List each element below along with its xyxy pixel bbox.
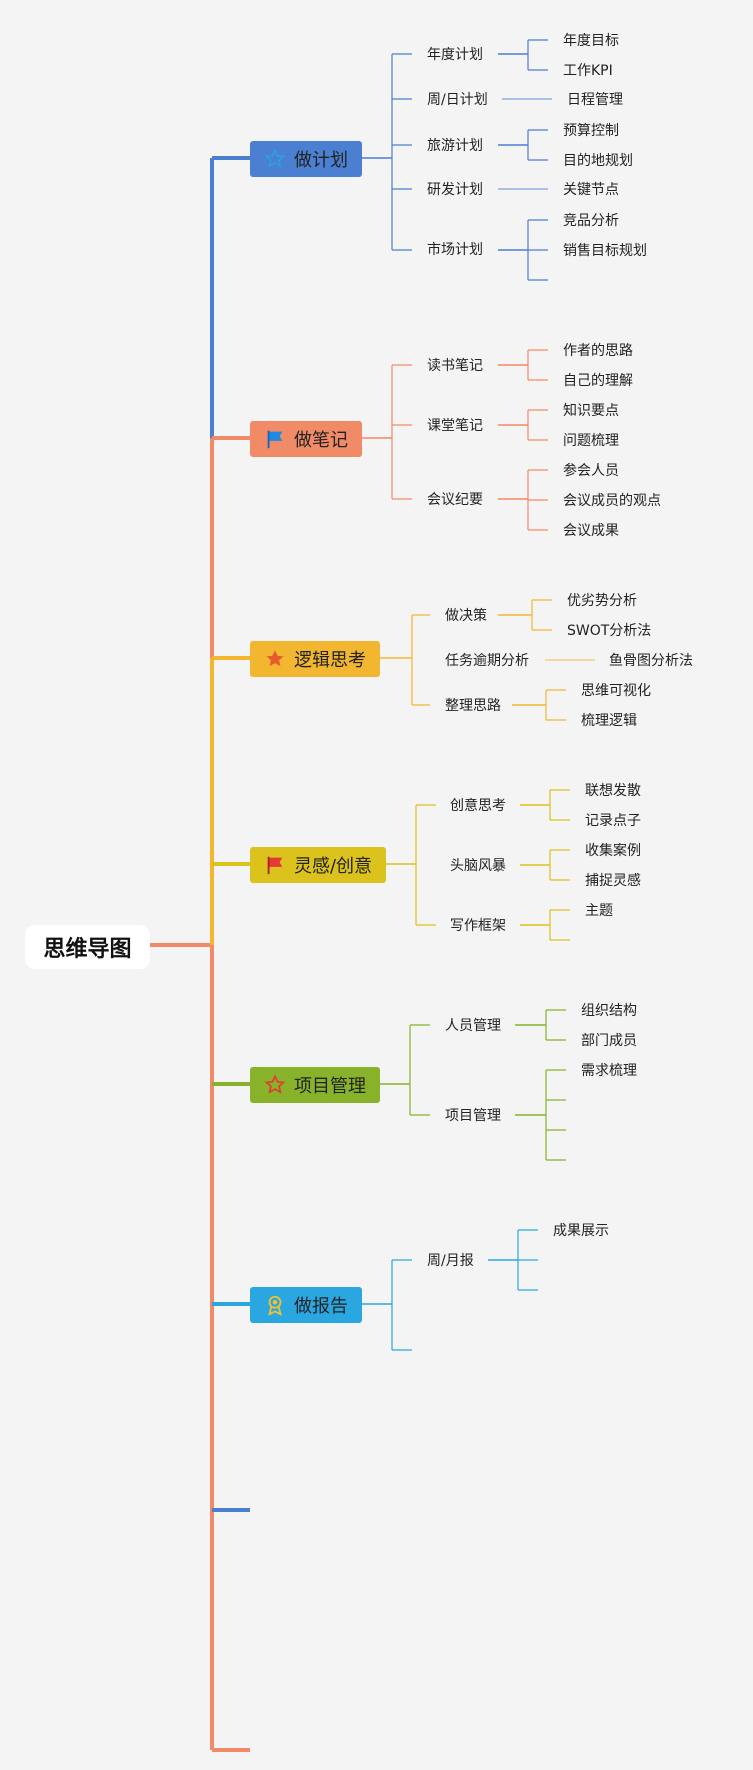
leaf-node[interactable]: 主题 [585, 903, 613, 919]
leaf-node[interactable]: SWOT分析法 [567, 623, 652, 639]
branch-label: 项目管理 [294, 1076, 366, 1097]
leaf-node[interactable]: 优劣势分析 [567, 593, 637, 609]
leaf-node[interactable]: 思维可视化 [581, 683, 651, 699]
branch-label: 做笔记 [294, 430, 348, 451]
sub-node[interactable]: 创意思考 [450, 798, 506, 814]
leaf-node[interactable]: 年度目标 [563, 33, 619, 49]
sub-node[interactable]: 周/日计划 [427, 92, 488, 108]
branch-report[interactable]: 做报告 [250, 1287, 362, 1323]
sub-node[interactable]: 项目管理 [445, 1108, 501, 1124]
sub-node[interactable]: 研发计划 [427, 182, 483, 198]
leaf-node[interactable]: 会议成员的观点 [563, 493, 661, 509]
sub-node[interactable]: 整理思路 [445, 698, 501, 714]
leaf-node[interactable]: 记录点子 [585, 813, 641, 829]
branch-label: 做计划 [294, 150, 348, 171]
star-outline-red-icon [264, 1074, 286, 1096]
sub-node[interactable]: 写作框架 [450, 918, 506, 934]
leaf-node[interactable]: 问题梳理 [563, 433, 619, 449]
leaf-node[interactable]: 梳理逻辑 [581, 713, 637, 729]
leaf-node[interactable]: 目的地规划 [563, 153, 633, 169]
sub-node[interactable]: 做决策 [445, 608, 487, 624]
star-icon [264, 648, 286, 670]
leaf-node[interactable]: 需求梳理 [581, 1063, 637, 1079]
leaf-node[interactable]: 竞品分析 [563, 213, 619, 229]
branch-label: 逻辑思考 [294, 650, 366, 671]
leaf-node[interactable]: 捕捉灵感 [585, 873, 641, 889]
leaf-node[interactable]: 收集案例 [585, 843, 641, 859]
flag-icon [264, 428, 286, 450]
leaf-node[interactable]: 部门成员 [581, 1033, 637, 1049]
leaf-node[interactable]: 知识要点 [563, 403, 619, 419]
leaf-node[interactable]: 联想发散 [585, 783, 641, 799]
leaf-node[interactable]: 会议成果 [563, 523, 619, 539]
sub-node[interactable]: 课堂笔记 [427, 418, 483, 434]
leaf-node[interactable]: 预算控制 [563, 123, 619, 139]
leaf-node[interactable]: 工作KPI [563, 63, 613, 79]
sub-node[interactable]: 旅游计划 [427, 138, 483, 154]
branch-idea[interactable]: 灵感/创意 [250, 847, 386, 883]
sub-node[interactable]: 周/月报 [427, 1253, 474, 1269]
branch-label: 做报告 [294, 1296, 348, 1317]
branch-logic[interactable]: 逻辑思考 [250, 641, 380, 677]
branch-note[interactable]: 做笔记 [250, 421, 362, 457]
sub-node[interactable]: 年度计划 [427, 47, 483, 63]
red-flag-icon [264, 854, 286, 876]
leaf-node[interactable]: 销售目标规划 [563, 243, 647, 259]
sub-node[interactable]: 头脑风暴 [450, 858, 506, 874]
leaf-node[interactable]: 组织结构 [581, 1003, 637, 1019]
leaf-node[interactable]: 关键节点 [563, 182, 619, 198]
root-node[interactable]: 思维导图 [25, 925, 150, 969]
leaf-node[interactable]: 日程管理 [567, 92, 623, 108]
sub-node[interactable]: 会议纪要 [427, 492, 483, 508]
leaf-node[interactable]: 自己的理解 [563, 373, 633, 389]
branch-plan[interactable]: 做计划 [250, 141, 362, 177]
leaf-node[interactable]: 参会人员 [563, 463, 619, 479]
sub-node[interactable]: 人员管理 [445, 1018, 501, 1034]
branch-proj[interactable]: 项目管理 [250, 1067, 380, 1103]
leaf-node[interactable]: 鱼骨图分析法 [609, 653, 693, 669]
award-icon [264, 1294, 286, 1316]
star-outline-icon [264, 148, 286, 170]
sub-node[interactable]: 任务逾期分析 [445, 653, 529, 669]
branch-label: 灵感/创意 [293, 856, 373, 877]
sub-node[interactable]: 读书笔记 [427, 358, 483, 374]
leaf-node[interactable]: 作者的思路 [563, 343, 633, 359]
sub-node[interactable]: 市场计划 [427, 242, 483, 258]
leaf-node[interactable]: 成果展示 [553, 1223, 609, 1239]
